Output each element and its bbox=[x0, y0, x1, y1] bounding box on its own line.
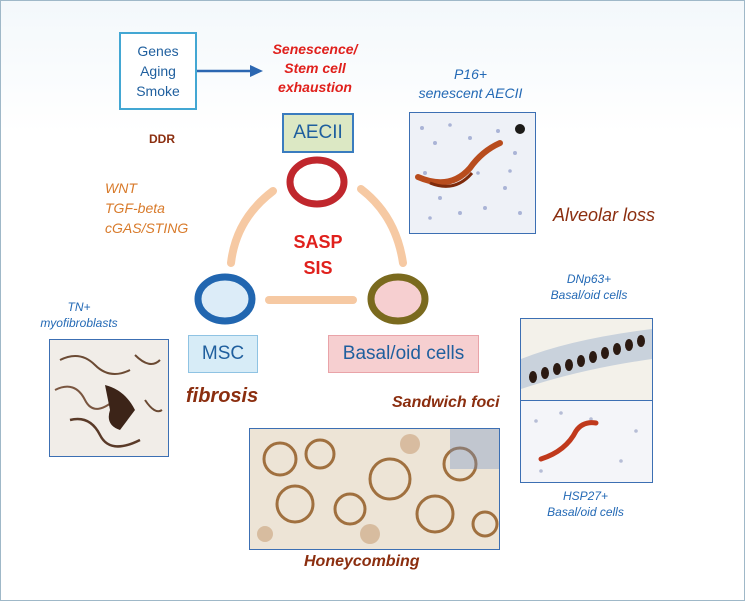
sandwich-foci-label: Sandwich foci bbox=[392, 394, 500, 411]
tn-label: TN+ myofibroblasts bbox=[40, 300, 118, 330]
dnp63-label: DNp63+ Basal/oid cells bbox=[550, 272, 628, 302]
alveolar-loss-label: Alveolar loss bbox=[553, 205, 656, 225]
ddr-label: DDR bbox=[149, 132, 175, 146]
connector-right-arc bbox=[357, 185, 407, 267]
arrow-head bbox=[250, 65, 263, 77]
input-smoke: Smoke bbox=[136, 83, 180, 99]
fibrosis-label: fibrosis bbox=[186, 385, 259, 407]
dnp63-tissue-image bbox=[520, 318, 653, 401]
connector-left-arc bbox=[227, 187, 277, 267]
hsp27-tissue-image bbox=[520, 400, 653, 483]
honeycombing-tissue-image bbox=[249, 428, 500, 550]
honeycombing-label: Honeycombing bbox=[304, 553, 420, 570]
pathways-list: WNT TGF-beta cGAS/STING bbox=[105, 180, 189, 236]
basal-box: Basal/oid cells bbox=[328, 335, 479, 373]
input-genes: Genes bbox=[137, 43, 179, 59]
input-aging: Aging bbox=[140, 63, 176, 79]
p16-label: P16+ senescent AECII bbox=[418, 66, 523, 101]
hsp27-label: HSP27+ Basal/oid cells bbox=[547, 489, 624, 519]
basal-ring bbox=[367, 273, 429, 325]
aecii-ring bbox=[286, 156, 348, 208]
tn-tissue-image bbox=[49, 339, 169, 457]
aecii-box: AECII bbox=[282, 113, 354, 153]
center-label: SASP SIS bbox=[293, 232, 343, 278]
p16-tissue-image bbox=[409, 112, 536, 234]
msc-ring bbox=[194, 273, 256, 325]
senescence-label: Senescence/ Stem cell exhaustion bbox=[272, 41, 358, 95]
inputs-box: Genes Aging Smoke bbox=[119, 32, 197, 110]
msc-box: MSC bbox=[188, 335, 258, 373]
